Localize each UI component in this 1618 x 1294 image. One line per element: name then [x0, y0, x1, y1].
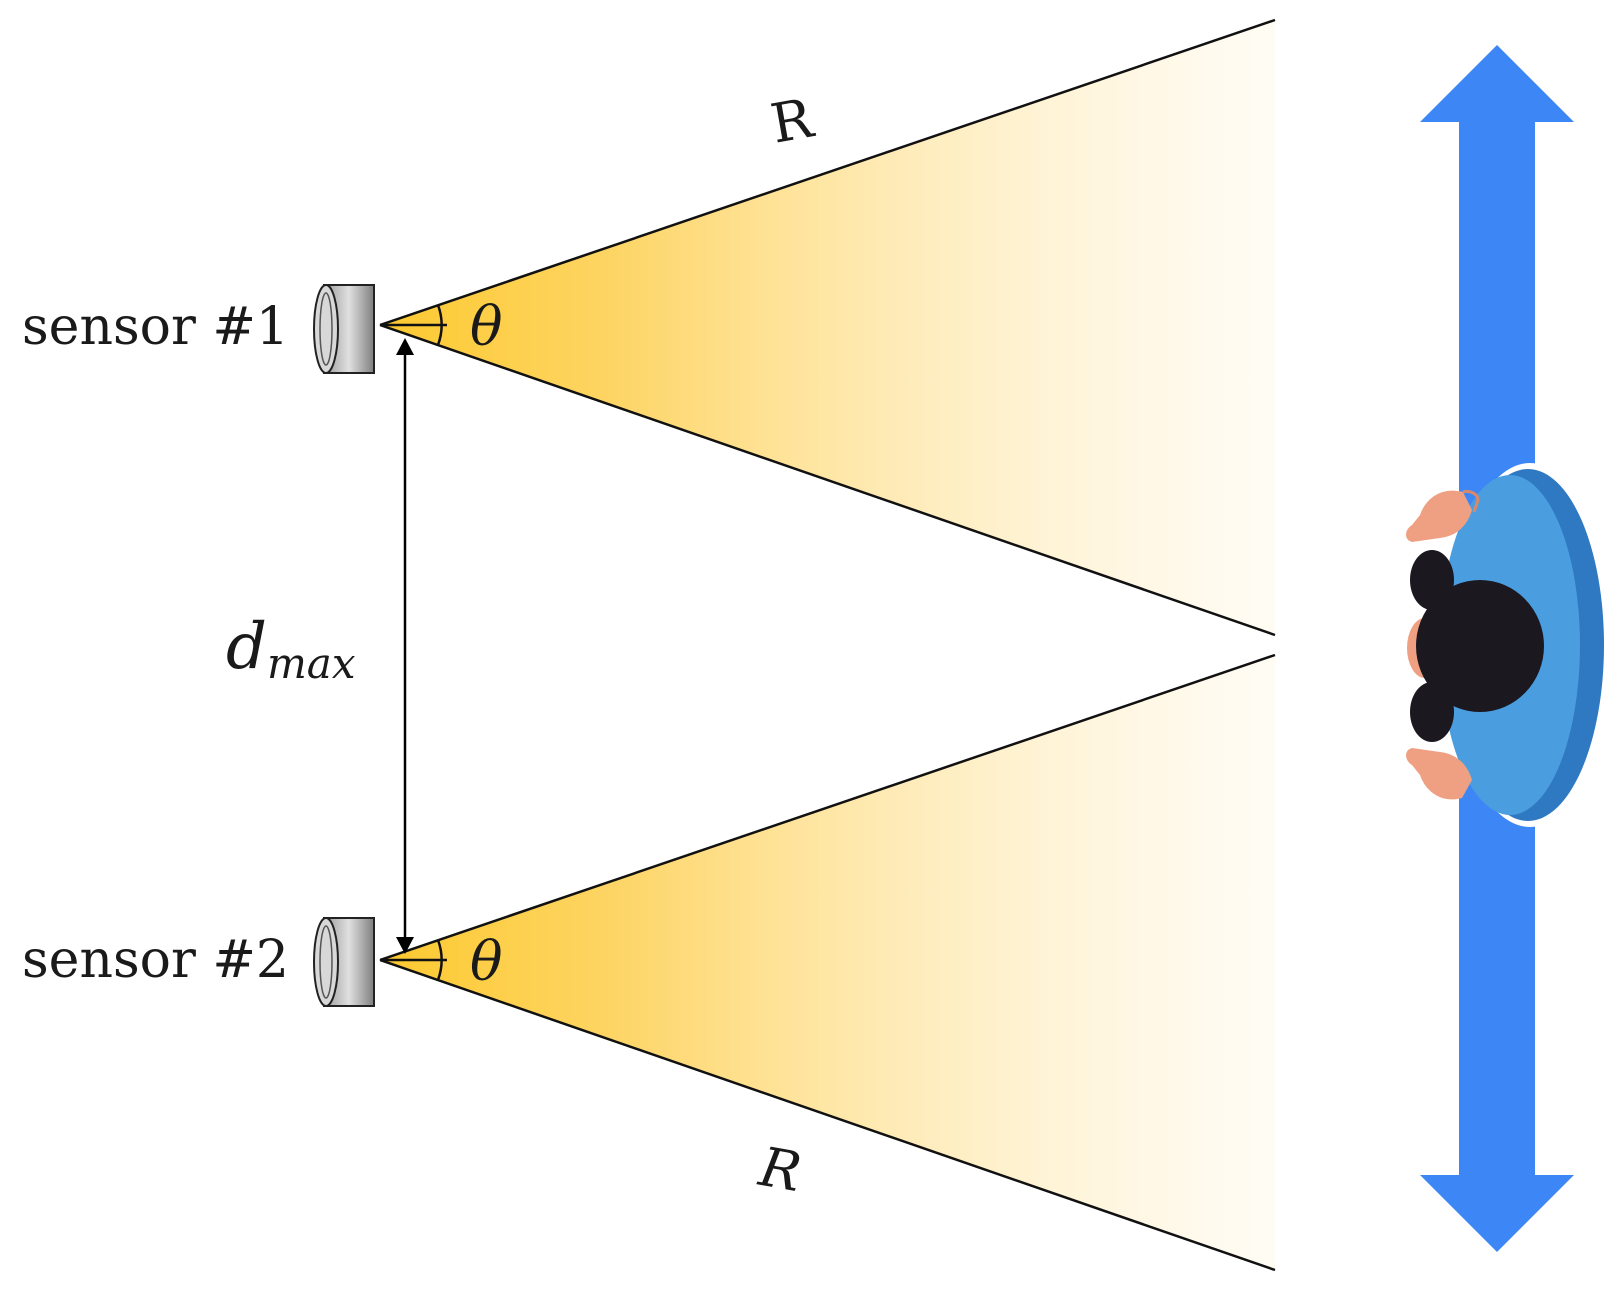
beam-1-lower-edge: [379, 323, 1276, 637]
distance-label: dmax: [226, 610, 356, 688]
beam-2-fill: [380, 655, 1275, 1270]
beam-1-upper-edge: [379, 18, 1276, 327]
sensor-2-label: sensor #2: [22, 930, 289, 990]
theta-1-arc: [436, 304, 443, 346]
sensor-1-label: sensor #1: [22, 297, 289, 357]
beam-2-lower-edge: [379, 958, 1276, 1272]
distance-subscript: max: [267, 639, 356, 688]
beam-2-upper-edge: [379, 653, 1276, 962]
theta-2-arc: [436, 939, 443, 981]
distance-symbol: d: [226, 610, 267, 684]
range-label-upper: R: [766, 86, 818, 155]
range-label-lower: R: [754, 1135, 806, 1204]
theta-1-label: θ: [470, 295, 503, 358]
sensor-1-field-of-view: [379, 18, 1276, 637]
sensor-cylinder-icon: [313, 284, 375, 374]
distance-dimension-line: [396, 338, 414, 954]
sensor-2-field-of-view: [379, 653, 1276, 1272]
beam-1-fill: [380, 20, 1275, 635]
sensor-cylinder-icon: [313, 917, 375, 1007]
person-top-view-icon: [1406, 463, 1612, 827]
theta-2-label: θ: [470, 930, 503, 993]
